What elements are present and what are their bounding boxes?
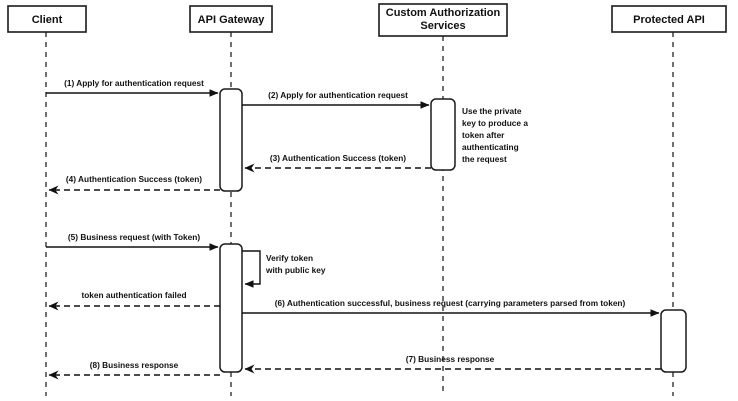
- activation-custom-authorization-services: [430, 98, 456, 171]
- participant-box-custom-authorization-services[interactable]: [378, 3, 508, 37]
- message-5[interactable]: (5) Business request (with Token): [46, 232, 219, 251]
- message-self-verify-token[interactable]: Verify token with public key: [242, 250, 326, 288]
- participant-header-protected-api[interactable]: Protected API: [611, 5, 727, 33]
- note-private-key-line-5: the request: [462, 154, 507, 164]
- participant-header-custom-authorization-services[interactable]: Custom Authorization Services: [378, 3, 508, 37]
- note-private-key-line-3: token after: [462, 130, 505, 140]
- message-2-label: (2) Apply for authentication request: [268, 90, 408, 100]
- message-self-verify-token-arrow: [242, 250, 261, 288]
- message-1[interactable]: (1) Apply for authentication request: [46, 78, 219, 97]
- message-4[interactable]: (4) Authentication Success (token): [48, 174, 220, 195]
- participant-box-client[interactable]: [7, 5, 87, 33]
- message-7-label: (7) Business response: [406, 354, 495, 364]
- participant-box-api-gateway[interactable]: [189, 5, 273, 33]
- message-6-label: (6) Authentication successful, business …: [275, 298, 626, 308]
- participant-header-api-gateway[interactable]: API Gateway: [189, 5, 273, 33]
- participant-label-api-gateway: API Gateway: [198, 14, 266, 26]
- message-2[interactable]: (2) Apply for authentication request: [242, 90, 430, 109]
- activation-bars: [219, 88, 687, 373]
- message-3-label: (3) Authentication Success (token): [270, 153, 406, 163]
- participant-label-client: Client: [32, 14, 63, 26]
- message-8[interactable]: (8) Business response: [48, 360, 220, 380]
- note-private-key-line-4: authenticating: [462, 142, 519, 152]
- message-token-authentication-failed[interactable]: token authentication failed: [48, 290, 220, 311]
- message-5-label: (5) Business request (with Token): [68, 232, 200, 242]
- participant-label-custom-authorization-services-line2: Services: [420, 20, 465, 32]
- message-self-verify-token-label-line2: with public key: [265, 265, 326, 275]
- message-6[interactable]: (6) Authentication successful, business …: [242, 298, 660, 317]
- message-token-authentication-failed-label: token authentication failed: [81, 290, 186, 300]
- participant-header-client[interactable]: Client: [7, 5, 87, 33]
- activation-api-gateway-business: [219, 243, 243, 373]
- participant-label-protected-api: Protected API: [633, 14, 705, 26]
- note-private-key: Use the private key to produce a token a…: [462, 106, 528, 164]
- note-private-key-line-1: Use the private: [462, 106, 522, 116]
- message-1-label: (1) Apply for authentication request: [64, 78, 204, 88]
- activation-protected-api: [660, 309, 687, 373]
- message-self-verify-token-label-line1: Verify token: [266, 253, 313, 263]
- message-8-label: (8) Business response: [90, 360, 179, 370]
- participant-box-protected-api[interactable]: [611, 5, 727, 33]
- message-7[interactable]: (7) Business response: [244, 354, 661, 374]
- participant-label-custom-authorization-services-line1: Custom Authorization: [386, 7, 501, 19]
- activation-api-gateway-auth: [219, 88, 243, 192]
- message-3[interactable]: (3) Authentication Success (token): [244, 153, 431, 173]
- message-4-label: (4) Authentication Success (token): [66, 174, 202, 184]
- note-private-key-line-2: key to produce a: [462, 118, 528, 128]
